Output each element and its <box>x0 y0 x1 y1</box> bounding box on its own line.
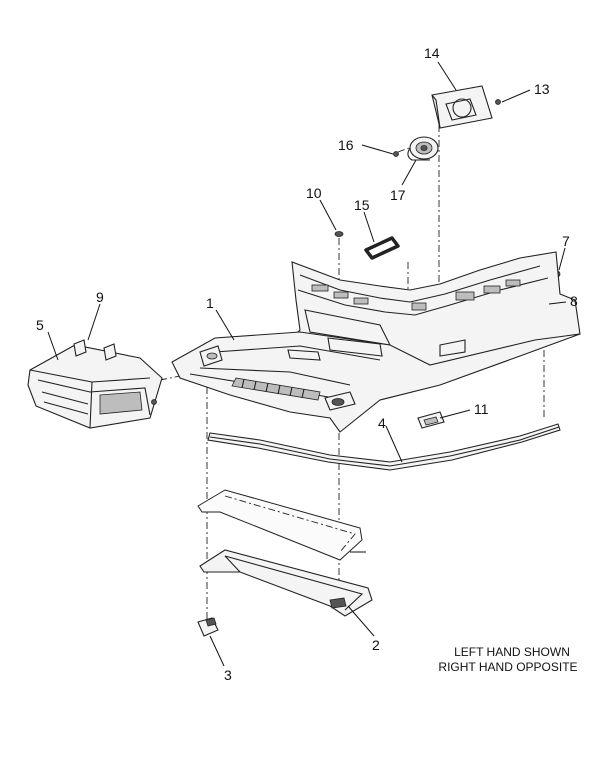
callout-7: 7 <box>562 233 570 249</box>
clip-part-3 <box>197 617 219 637</box>
callout-17: 17 <box>390 187 406 203</box>
sill-trim-part-4 <box>207 423 561 471</box>
bracket-part-15 <box>431 85 493 129</box>
callout-16: 16 <box>338 137 354 153</box>
trim-panel-part-1 <box>171 251 581 433</box>
callout-4: 4 <box>378 415 386 431</box>
callout-3: 3 <box>224 667 232 683</box>
storage-bin-part-5 <box>27 339 163 429</box>
note-line-2: RIGHT HAND OPPOSITE <box>438 660 577 674</box>
callout-5: 5 <box>36 317 44 333</box>
callout-11: 11 <box>474 401 489 417</box>
latch-part-11 <box>417 411 445 429</box>
callout-13: 13 <box>534 81 550 97</box>
screw-part-13 <box>495 99 501 105</box>
orientation-note: LEFT HAND SHOWN RIGHT HAND OPPOSITE <box>438 645 577 674</box>
floor-panel-part-2 <box>199 549 373 617</box>
callout-10: 10 <box>306 185 322 201</box>
callout-8: 8 <box>570 293 578 309</box>
leader-lines <box>47 61 567 667</box>
speaker-part-17 <box>407 136 439 161</box>
callout-9: 9 <box>96 289 104 305</box>
seal-part-14 <box>364 236 400 260</box>
callout-1: 1 <box>206 295 214 311</box>
floor-panel-upper <box>197 489 366 561</box>
dash-line-16 <box>397 147 410 153</box>
callout-2: 2 <box>372 637 380 653</box>
callout-15: 14 <box>424 45 440 61</box>
clip-part-10 <box>334 231 344 237</box>
callout-14: 15 <box>354 197 370 213</box>
callouts: 14 13 16 17 10 15 7 8 9 1 5 11 4 2 3 <box>36 45 578 683</box>
screw-part-16 <box>393 151 399 157</box>
note-line-1: LEFT HAND SHOWN <box>454 645 570 659</box>
